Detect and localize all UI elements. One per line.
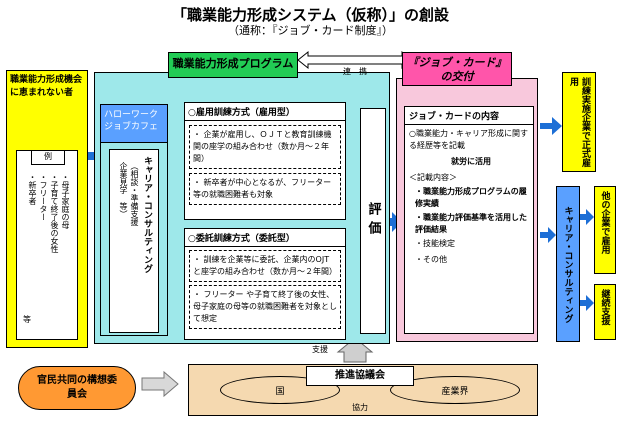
hellowork-label: ハローワーク ジョブカフェ [101, 105, 167, 143]
support-arrow [336, 337, 374, 363]
arrow-to-outcome2 [580, 209, 594, 225]
evaluation-box: 評価 [360, 108, 386, 334]
career-consulting-label: キャリア・コンサルティング [142, 156, 152, 273]
kanmin-committee: 官民共同の構想委員会 [18, 366, 136, 410]
outcome1-label: 訓練実施企業で正式雇用 [568, 77, 590, 167]
examples-list: ・母子家庭の母 ・子育て終了後の女性 ・フリーター ・新卒者 [27, 173, 71, 333]
right-career-label: キャリア・コンサルティング [562, 205, 573, 323]
commission-item1: ・ 訓練を企業等に委託、企業内のOJTと座学の組み合わせ（数か月～２年間） [189, 250, 341, 282]
jobcard-use: 就労に活用 [451, 157, 491, 166]
commission-box: ○委託訓練方式（委託型） ・ 訓練を企業等に委託、企業内のOJTと座学の組み合わ… [184, 228, 346, 340]
jobcard-header: 『ジョブ・カード』 の交付 [402, 52, 512, 86]
suishin-label: 推進協議会 [306, 366, 414, 386]
example-label: 例 [31, 150, 65, 165]
kyoryoku-label: 協力 [352, 403, 368, 412]
arrow-to-outcome3 [580, 295, 594, 311]
consulting-box: キャリア・コンサルティング （相談・準備支援 企業見学 等） [109, 149, 159, 333]
arrow-eval-to-jobcard [386, 212, 402, 232]
commission-item2: ・ フリーター や子育て終了後の女性、母子家庭の母等の就職困難者を対象として想定 [189, 285, 341, 329]
outcome2-box: 他の企業で雇用 [594, 186, 616, 274]
jobcard-item2: ・職業能力評価基準を活用した評価結果 [415, 213, 527, 234]
kuni-label: 国 [275, 386, 285, 397]
jobcard-item4: ・その他 [415, 255, 447, 264]
example-item: ・新卒者 [28, 173, 37, 205]
page-subtitle: （通称：『ジョブ・カード制度』） [228, 24, 393, 37]
jobcard-items-label: ＜記載内容＞ [409, 173, 457, 182]
evaluation-label: 評価 [365, 202, 381, 240]
outcome3-box: 継続支援 [594, 284, 616, 340]
employment-item1: ・ 企業が雇用し、ＯＪＴと教育訓練機関の座学の組み合わせ（数か月～２年間） [189, 125, 341, 169]
outcome1-box: 訓練実施企業で正式雇用 [562, 72, 596, 172]
examples-box: 例 ・母子家庭の母 ・子育て終了後の女性 ・フリーター ・新卒者 等 [16, 150, 78, 340]
jobcard-desc: ○職業能力・キャリア形成に関する経歴等を記載 [409, 129, 528, 150]
employment-box: ○雇用訓練方式（雇用型） ・ 企業が雇用し、ＯＪＴと教育訓練機関の座学の組み合わ… [184, 102, 346, 220]
employment-item2: ・ 新卒者が中心となるが、フリーター等の就職困難者も対象 [189, 173, 341, 205]
kuni-ellipse: 国 [220, 376, 340, 404]
hellowork-column: ハローワーク ジョブカフェ キャリア・コンサルティング （相談・準備支援 企業見… [100, 104, 168, 336]
jobcard-item3: ・技能検定 [415, 239, 455, 248]
example-etc: 等 [23, 315, 31, 324]
page-title: 「職業能力形成システム（仮称）」の創設 [171, 6, 450, 24]
sangyokai-ellipse: 産業界 [390, 376, 520, 404]
kanmin-arrow [141, 370, 179, 398]
example-item: ・フリーター [39, 173, 48, 221]
jobcard-content-box: ジョブ・カードの内容 ○職業能力・キャリア形成に関する経歴等を記載 就労に活用 … [404, 106, 534, 334]
right-career-box: キャリア・コンサルティング [556, 186, 580, 342]
outcome3-label: 継続支援 [599, 289, 610, 325]
arrow-to-outcome1 [540, 117, 562, 135]
sangyokai-label: 産業界 [441, 386, 469, 397]
program-header: 職業能力形成プログラム [168, 52, 298, 78]
example-item: ・子育て終了後の女性 [50, 173, 59, 253]
support-label: 支援 [312, 345, 328, 354]
jobcard-content-title: ジョブ・カードの内容 [405, 107, 533, 125]
consulting-sub: （相談・準備支援 企業見学 等） [119, 162, 139, 226]
renkei-label: 連 携 [343, 67, 367, 76]
outcome2-label: 他の企業で雇用 [599, 191, 610, 254]
example-item: ・母子家庭の母 [61, 173, 70, 229]
arrow-to-right-career [540, 227, 556, 243]
commission-title: ○委託訓練方式（委託型） [185, 229, 345, 247]
employment-title: ○雇用訓練方式（雇用型） [185, 103, 345, 121]
target-group-heading: 職業能力形成機会に恵まれない者 [10, 75, 83, 98]
jobcard-item1: ・職業能力形成プログラムの履修実績 [415, 187, 527, 208]
